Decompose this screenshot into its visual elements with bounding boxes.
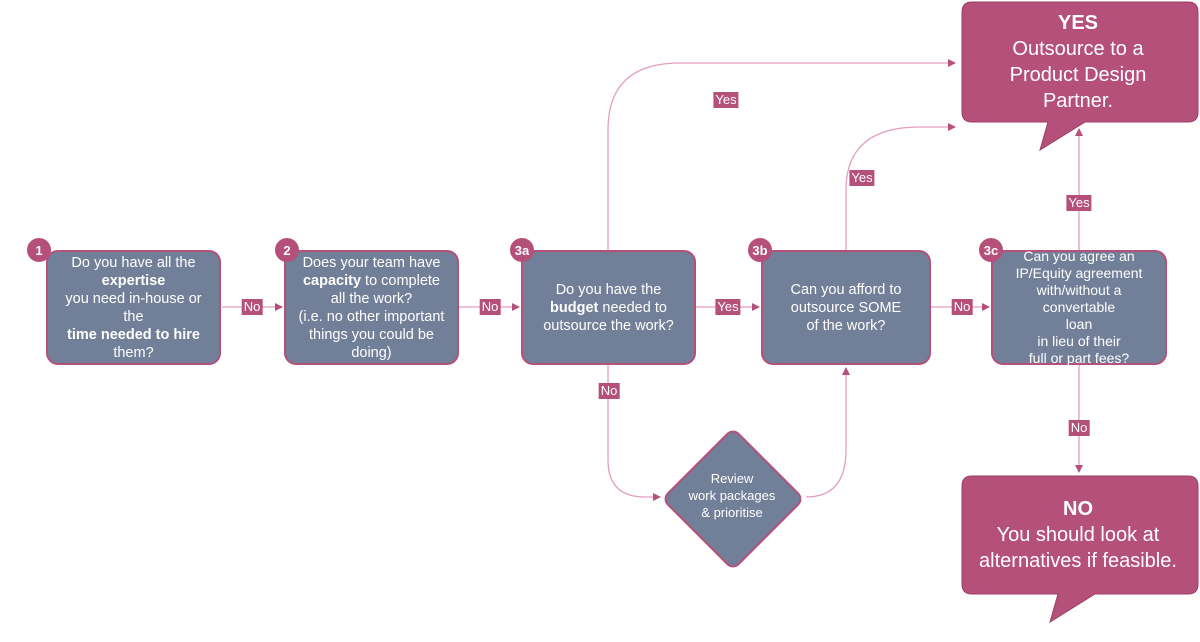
edge-label-q3b-q3c: No [951, 299, 973, 315]
text-segment: of the work? [806, 317, 886, 334]
review-line-3: & prioritise [701, 505, 763, 520]
edge-label-q3a-review: No [598, 383, 620, 399]
yes-line-1: Outsource to a [1012, 38, 1144, 60]
edge-label-q1-q2: No [241, 299, 263, 315]
box-text-line: capacity to complete [299, 272, 445, 290]
yes-outcome-bubble [961, 1, 1199, 152]
yes-outcome-text: YES Outsource to a Product Design Partne… [960, 10, 1196, 114]
text-segment: outsource SOME [790, 299, 902, 316]
review-diamond [664, 430, 802, 568]
text-segment: Can you afford to [790, 281, 902, 298]
bold-text: budget [550, 299, 599, 316]
edge-q3b-yes [845, 123, 956, 250]
text-segment: doing) [351, 344, 392, 361]
edge-label-q2-q3a: No [479, 299, 501, 315]
box-text-line: outsource the work? [543, 317, 674, 335]
bold-text: expertise [101, 272, 166, 289]
step-3b-badge: 3b [748, 238, 772, 262]
edge-q3a-yes [607, 59, 956, 250]
box-text-line: Does your team have [299, 254, 445, 272]
box-text-line: Do you have the [543, 281, 674, 299]
bold-text: time needed to hire [67, 326, 200, 343]
box-text-line: in lieu of their [1003, 333, 1155, 350]
box-text-line: Do you have all the [58, 254, 209, 272]
edge-label-q3a-yes: Yes [713, 92, 739, 108]
text-segment: them? [113, 344, 154, 361]
box-text-line: (i.e. no other important [299, 308, 445, 326]
text-segment: Does your team have [302, 254, 441, 271]
step-3a-badge: 3a [510, 238, 534, 262]
text-segment: things you could be [309, 326, 434, 343]
box-text-line: with/without a convertable [1003, 282, 1155, 316]
box-text-line: IP/Equity agreement [1003, 265, 1155, 282]
review-line-2: work packages [688, 488, 776, 503]
box-text-line: full or part fees? [1003, 350, 1155, 367]
no-outcome-bubble [961, 475, 1199, 624]
text-segment: (i.e. no other important [298, 308, 445, 325]
review-line-1: Review [710, 471, 754, 486]
text-segment: you need in-house or the [65, 290, 202, 325]
box-text-line: of the work? [791, 317, 902, 335]
text-segment: Do you have the [555, 281, 662, 298]
box-text-line: things you could be [299, 326, 445, 344]
yes-line-2: Product Design [1009, 64, 1147, 86]
box-text-line: Can you agree an [1003, 248, 1155, 265]
edge-q3a-review [607, 365, 661, 501]
text-segment: IP/Equity agreement [1015, 265, 1143, 281]
no-outcome-text: NO You should look at alternatives if fe… [960, 496, 1196, 574]
box-text-line: all the work? [299, 290, 445, 308]
text-segment: Can you agree an [1023, 248, 1135, 264]
yes-line-3: Partner. [1042, 90, 1114, 112]
no-line-2: alternatives if feasible. [979, 550, 1177, 572]
box-text-line: time needed to hire [58, 326, 209, 344]
edge-review-q3b [805, 367, 850, 498]
edge-label-q3b-yes: Yes [849, 170, 875, 186]
box-text-line: loan [1003, 316, 1155, 333]
edge-label-q3a-q3b: Yes [715, 299, 741, 315]
text-segment: Do you have all the [71, 254, 196, 271]
step-2-badge: 2 [275, 238, 299, 262]
text-segment: full or part fees? [1028, 350, 1130, 366]
review-diamond-text: Review work packages & prioritise [667, 470, 797, 521]
step-3c-badge: 3c [979, 238, 1003, 262]
text-segment: all the work? [330, 290, 413, 307]
no-heading: NO [1063, 498, 1093, 520]
text-segment: with/without a convertable [1036, 282, 1122, 315]
edge-label-q3c-yes: Yes [1066, 195, 1092, 211]
bold-text: capacity [302, 272, 362, 289]
no-line-1: You should look at [996, 524, 1160, 546]
step-1-badge: 1 [27, 238, 51, 262]
box-text-line: outsource SOME [791, 299, 902, 317]
box-text-line: Can you afford to [791, 281, 902, 299]
box-text-line: doing) [299, 344, 445, 362]
box-text-line: them? [58, 344, 209, 362]
box-text-line: budget needed to [543, 299, 674, 317]
edge-label-q3c-no: No [1068, 420, 1090, 436]
yes-heading: YES [1057, 12, 1099, 34]
text-segment: outsource the work? [543, 317, 674, 334]
text-segment: needed to [598, 299, 667, 316]
box-text-line: expertise [58, 272, 209, 290]
text-segment: in lieu of their [1037, 333, 1121, 349]
box-text-line: you need in-house or the [58, 290, 209, 326]
text-segment: to complete [361, 272, 441, 289]
text-segment: loan [1065, 316, 1093, 332]
